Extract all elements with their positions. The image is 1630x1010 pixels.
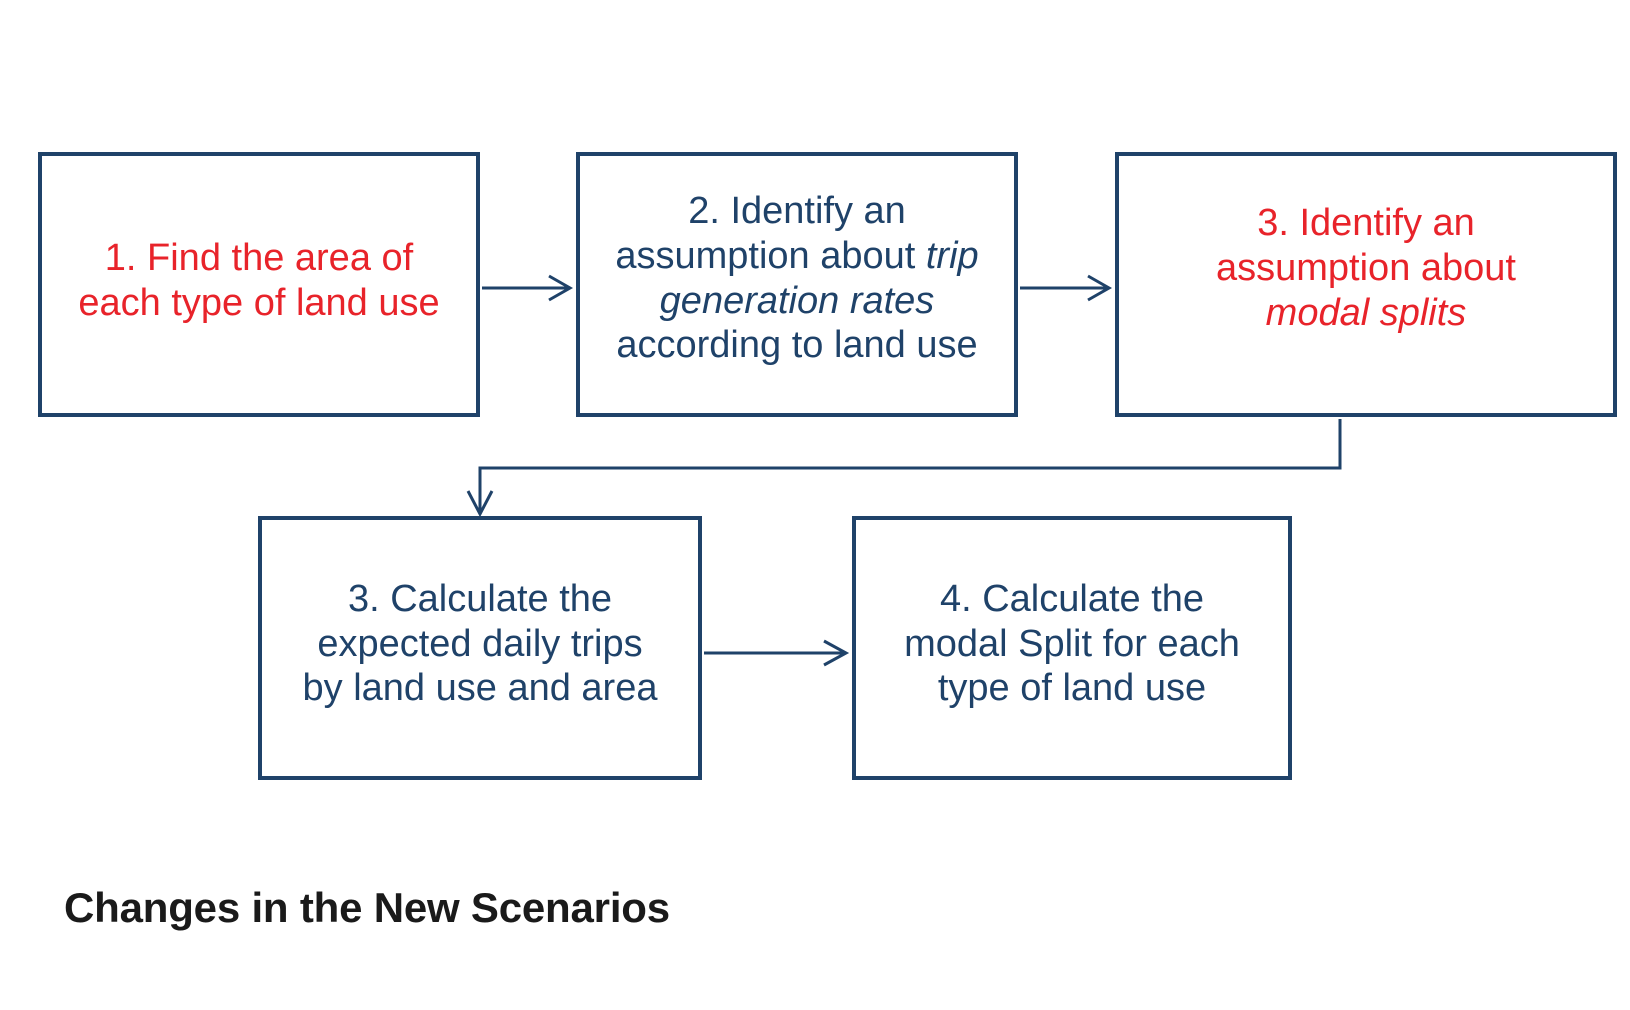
process-box-modal-splits-label: 3. Identify an assumption about modal sp… — [1216, 202, 1516, 334]
process-box-find-area[interactable]: 1. Find the area of each type of land us… — [38, 152, 480, 417]
process-box-calculate-daily-trips[interactable]: 3. Calculate the expected daily trips by… — [258, 516, 702, 780]
arrow-4-to-5 — [704, 639, 850, 667]
process-box-trip-generation[interactable]: 2. Identify an assumption about trip gen… — [576, 152, 1018, 417]
process-box-find-area-label: 1. Find the area of each type of land us… — [78, 236, 440, 324]
diagram-caption: Changes in the New Scenarios — [64, 884, 670, 931]
process-box-calculate-modal-split-label: 4. Calculate the modal Split for each ty… — [904, 577, 1240, 710]
arrow-3-to-4 — [466, 419, 1342, 518]
process-box-modal-splits[interactable]: 3. Identify an assumption about modal sp… — [1115, 152, 1617, 417]
process-box-calculate-modal-split[interactable]: 4. Calculate the modal Split for each ty… — [852, 516, 1292, 780]
process-box-trip-generation-label: 2. Identify an assumption about trip gen… — [615, 189, 979, 367]
arrow-1-to-2 — [482, 274, 574, 302]
process-box-calculate-daily-trips-label: 3. Calculate the expected daily trips by… — [302, 577, 658, 710]
arrow-2-to-3 — [1020, 274, 1113, 302]
